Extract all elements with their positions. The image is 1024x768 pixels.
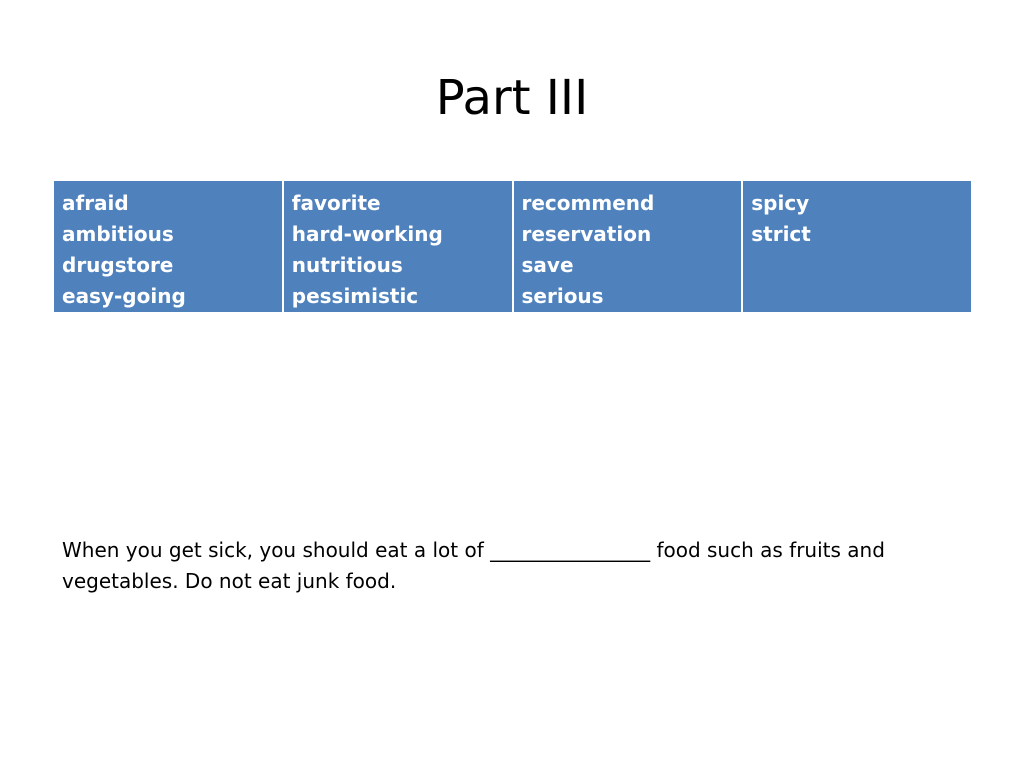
slide-title: Part III (435, 70, 589, 126)
word-bank-item: save (521, 253, 574, 277)
word-bank-item: reservation (521, 222, 652, 246)
word-bank-column-3: recommend reservation save serious (511, 179, 744, 314)
word-bank-item: pessimistic (291, 284, 419, 308)
word-bank-table: afraid ambitious drugstore easy-going fa… (52, 179, 973, 314)
word-bank-item: favorite (291, 191, 381, 215)
word-bank-item: hard-working (291, 222, 443, 246)
word-bank-item: ambitious (62, 222, 174, 246)
word-bank-item: strict (751, 222, 811, 246)
word-bank-item: recommend (521, 191, 655, 215)
word-bank-item: easy-going (62, 284, 186, 308)
word-bank-row: afraid ambitious drugstore easy-going fa… (52, 179, 973, 314)
word-bank-column-2: favorite hard-working nutritious pessimi… (281, 179, 514, 314)
word-bank-item: afraid (62, 191, 129, 215)
word-bank-item: spicy (751, 191, 810, 215)
word-bank-item: nutritious (291, 253, 403, 277)
word-bank-column-4: spicy strict (741, 179, 973, 314)
word-bank-item: serious (521, 284, 604, 308)
word-bank-item: drugstore (62, 253, 174, 277)
fill-in-the-blank-question: When you get sick, you should eat a lot … (62, 538, 885, 593)
word-bank-column-1: afraid ambitious drugstore easy-going (52, 179, 284, 314)
